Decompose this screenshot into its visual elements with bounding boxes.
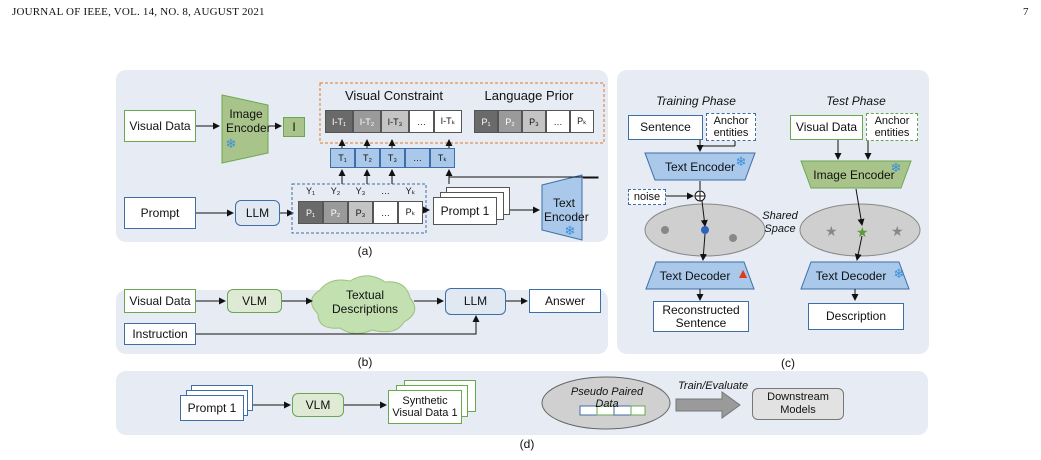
visual-data-box: Visual Data [124, 110, 196, 142]
image-encoder-label: Image Encoder [226, 107, 271, 135]
prompt1-box-d: Prompt 1 [180, 395, 244, 421]
fire-icon: ▲ [736, 265, 750, 281]
frozen-snowflake-icon: ❄ [890, 160, 902, 175]
svg-text:★: ★ [856, 225, 869, 241]
text-decoder-label-train: Text Decoder [659, 269, 731, 283]
training-phase-label: Training Phase [656, 94, 736, 108]
instruction-box: Instruction [124, 323, 196, 345]
y-label: Yₖ [405, 186, 416, 196]
yp-cell: P₂ [323, 201, 348, 224]
p-cell: P₂ [498, 110, 522, 133]
it-cell: I-Tₖ [434, 110, 462, 133]
anchor-entities-box-test: Anchor entities [866, 113, 918, 141]
it-cell: I-T₃ [381, 110, 409, 133]
description-box: Description [808, 303, 904, 330]
answer-box: Answer [529, 289, 601, 313]
train-evaluate-label: Train/Evaluate [678, 380, 749, 392]
p-cell: … [546, 110, 570, 133]
caption-b: (b) [357, 355, 373, 369]
llm-box-b: LLM [445, 288, 506, 315]
prompt1-box: Prompt 1 [433, 197, 497, 225]
downstream-models-box: Downstream Models [752, 388, 844, 420]
svg-text:★: ★ [825, 224, 838, 240]
t-cell: T₁ [330, 148, 355, 168]
yp-cell: Pₖ [398, 201, 423, 224]
it-cell: I-T₂ [353, 110, 381, 133]
shared-space-label: Shared Space [762, 210, 798, 235]
pseudo-paired-data-label: Pseudo Paired Data [570, 386, 644, 410]
p-cell: Pₖ [570, 110, 594, 133]
journal-header: JOURNAL OF IEEE, VOL. 14, NO. 8, AUGUST … [12, 6, 265, 18]
language-prior-label: Language Prior [484, 88, 574, 103]
frozen-snowflake-icon: ❄ [564, 223, 576, 238]
p-cell: P₃ [522, 110, 546, 133]
t-cell: T₃ [380, 148, 405, 168]
vlm-box-b: VLM [227, 289, 282, 313]
noise-box: noise [628, 189, 666, 205]
image-encoder-label-c: Image Encoder [813, 168, 895, 182]
frozen-snowflake-icon: ❄ [893, 266, 905, 281]
frozen-snowflake-icon: ❄ [735, 154, 747, 169]
yp-cell: P₁ [298, 201, 323, 224]
y-label: Y₁ [305, 186, 316, 196]
visual-data-box-b: Visual Data [124, 289, 196, 313]
text-encoder-label-a: Text Encoder [544, 196, 589, 224]
t-cell: T₂ [355, 148, 380, 168]
visual-constraint-label: Visual Constraint [344, 88, 444, 103]
reconstructed-sentence-box: Reconstructed Sentence [653, 301, 749, 332]
llm-box: LLM [235, 200, 280, 226]
caption-c: (c) [781, 356, 795, 370]
caption-d: (d) [519, 437, 535, 451]
t-cell: Tₖ [430, 148, 455, 168]
test-phase-label: Test Phase [826, 94, 886, 108]
vlm-box-d: VLM [292, 393, 344, 417]
prompt-box: Prompt [124, 197, 196, 229]
anchor-entities-box-train: Anchor entities [706, 113, 756, 141]
textual-descriptions-label: Textual Descriptions [331, 288, 399, 316]
yp-cell: P₃ [348, 201, 373, 224]
it-cell: I-T₁ [325, 110, 353, 133]
t-cell: … [405, 148, 430, 168]
synthetic-visual-data-box: Synthetic Visual Data 1 [388, 390, 462, 424]
p-cell: P₁ [474, 110, 498, 133]
visual-data-box-c: Visual Data [790, 115, 863, 140]
caption-a: (a) [357, 244, 373, 258]
text-encoder-label-c: Text Encoder [664, 160, 736, 174]
y-label: … [381, 186, 390, 196]
svg-text:★: ★ [891, 224, 904, 240]
y-label: Y₃ [355, 186, 366, 196]
frozen-snowflake-icon: ❄ [225, 136, 237, 151]
image-token: I [283, 117, 305, 137]
page-number: 7 [1023, 6, 1029, 18]
yp-cell: … [373, 201, 398, 224]
y-label: Y₂ [330, 186, 341, 196]
text-decoder-label-test: Text Decoder [815, 269, 887, 283]
it-cell: … [409, 110, 434, 133]
sentence-box: Sentence [628, 115, 703, 140]
